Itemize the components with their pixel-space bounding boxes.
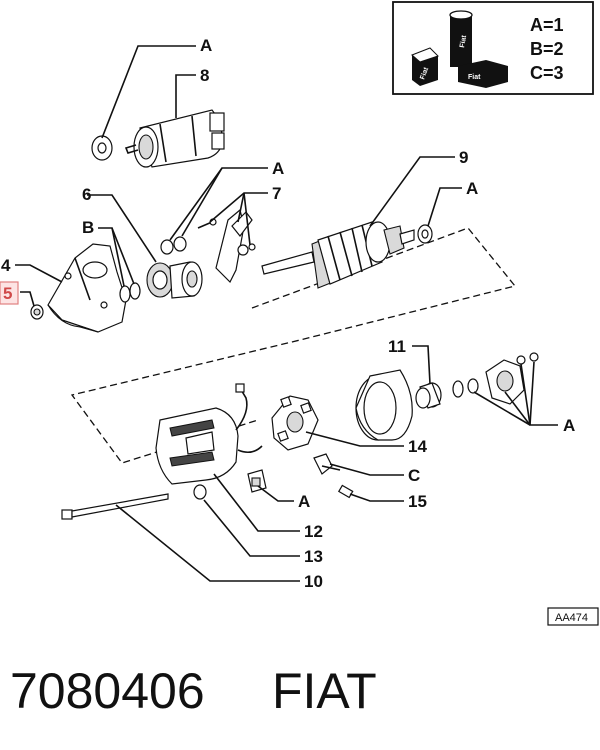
lubricant-tube-icon: Fiat bbox=[449, 10, 473, 67]
callout-10: 10 bbox=[304, 572, 323, 591]
bushing-part-5 bbox=[30, 304, 44, 320]
washers-b bbox=[119, 282, 141, 303]
bushings-a-mid bbox=[160, 236, 187, 255]
leader-lines bbox=[15, 45, 558, 582]
lubrication-legend: Fiat Fiat Fiat A=1 B=2 C=3 bbox=[392, 1, 594, 95]
tube-label: Fiat bbox=[459, 34, 468, 48]
terminal-clip-c bbox=[313, 453, 341, 475]
end-cap-washers bbox=[452, 378, 479, 398]
reference-code-box: AA474 bbox=[547, 607, 599, 626]
bushing-part-11 bbox=[415, 382, 442, 409]
callout-c: C bbox=[408, 466, 420, 485]
callout-5-highlight bbox=[0, 281, 19, 305]
legend-line-a: A=1 bbox=[530, 15, 564, 35]
callout-a-top: A bbox=[200, 36, 212, 55]
callout-7: 7 bbox=[272, 184, 281, 203]
washer-a-right bbox=[417, 224, 433, 244]
grease-box-icon: Fiat Fiat bbox=[411, 47, 508, 88]
terminal-block-a bbox=[247, 469, 267, 493]
callout-14: 14 bbox=[408, 437, 427, 456]
washer-a-top bbox=[91, 135, 113, 161]
callout-9: 9 bbox=[459, 148, 468, 167]
field-coil bbox=[155, 383, 263, 485]
callout-labels: A 8 A 6 7 9 A B 4 5 11 A 14 C A 15 12 13… bbox=[0, 36, 575, 591]
shift-lever bbox=[197, 208, 256, 284]
callout-11: 11 bbox=[388, 337, 406, 356]
pinion-drive bbox=[146, 261, 203, 299]
callout-13: 13 bbox=[304, 547, 323, 566]
callout-8: 8 bbox=[200, 66, 209, 85]
grommet-part-13 bbox=[193, 484, 207, 500]
through-bolt bbox=[61, 493, 169, 520]
armature bbox=[261, 221, 415, 289]
callout-b: B bbox=[82, 218, 94, 237]
callout-a-right: A bbox=[466, 179, 478, 198]
part-number: 7080406 bbox=[10, 663, 205, 719]
box-left-label: Fiat bbox=[419, 66, 430, 81]
callout-5: 5 bbox=[3, 284, 12, 303]
callout-6: 6 bbox=[82, 185, 91, 204]
reference-code: AA474 bbox=[555, 612, 588, 624]
brush-plate bbox=[271, 395, 319, 451]
legend-line-c: C=3 bbox=[530, 63, 564, 83]
callout-4: 4 bbox=[1, 256, 11, 275]
callout-15: 15 bbox=[408, 492, 427, 511]
field-frame-shell bbox=[355, 369, 413, 441]
brand-name: FIAT bbox=[272, 663, 377, 719]
solenoid-switch bbox=[124, 109, 225, 168]
end-cap-plate bbox=[485, 352, 539, 405]
drive-end-housing bbox=[47, 243, 127, 333]
callout-a-far: A bbox=[563, 416, 575, 435]
box-right-label: Fiat bbox=[468, 74, 481, 81]
callout-12: 12 bbox=[304, 522, 323, 541]
callout-a-mid: A bbox=[272, 159, 284, 178]
legend-line-b: B=2 bbox=[530, 39, 564, 59]
screw-part-15 bbox=[337, 484, 354, 499]
callout-a-bottom: A bbox=[298, 492, 310, 511]
